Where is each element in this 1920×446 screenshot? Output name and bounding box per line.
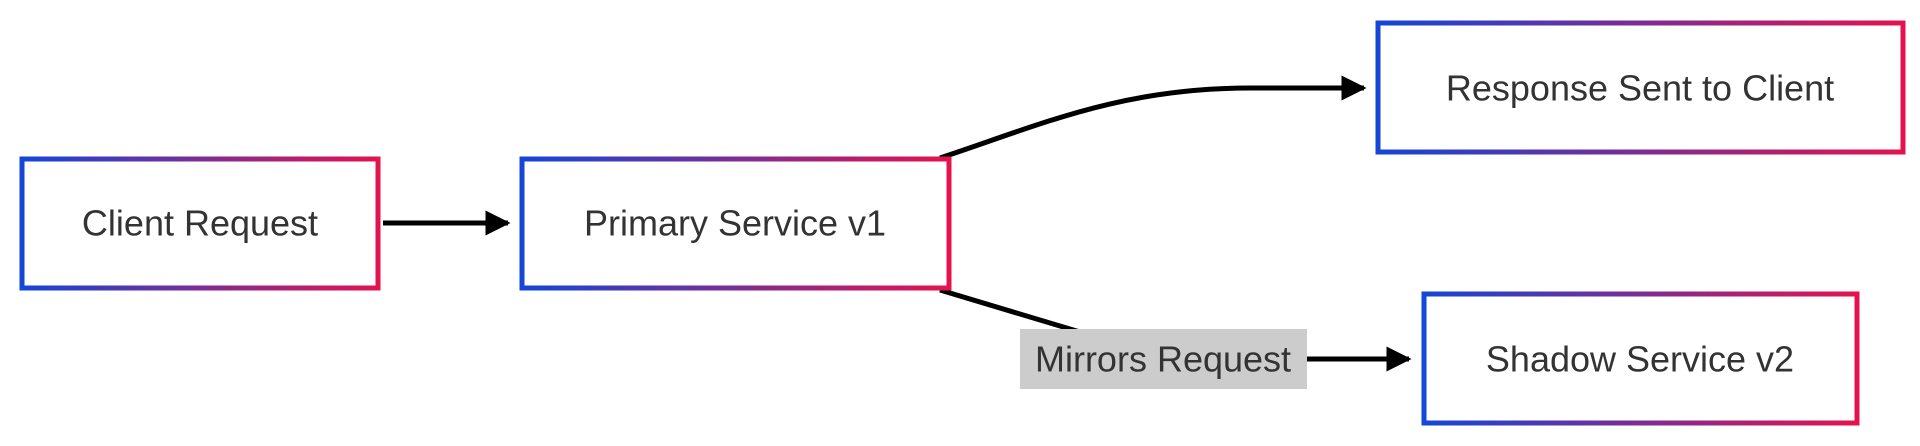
edge-label-text: Mirrors Request: [1035, 339, 1291, 380]
node-primary-service-box: [519, 156, 952, 291]
node-client-request[interactable]: Client Request: [19, 156, 381, 291]
edge-label-background: [1020, 329, 1307, 389]
node-primary-service[interactable]: Primary Service v1: [519, 156, 952, 291]
edge-primary-to-mirror-label: [939, 287, 1081, 335]
node-response-sent-label: Response Sent to Client: [1446, 68, 1834, 109]
node-shadow-service-label: Shadow Service v2: [1486, 339, 1794, 380]
node-client-request-label: Client Request: [82, 203, 318, 244]
node-response-sent-box: [1375, 20, 1906, 155]
edge-label-mirrors-request: Mirrors Request: [1020, 329, 1307, 389]
node-shadow-service[interactable]: Shadow Service v2: [1421, 291, 1860, 426]
node-client-request-box: [19, 156, 381, 291]
node-shadow-service-box: [1421, 291, 1860, 426]
node-response-sent[interactable]: Response Sent to Client: [1375, 20, 1906, 155]
edge-primary-to-response: [939, 75, 1367, 161]
edges: [383, 75, 1412, 372]
node-primary-service-label: Primary Service v1: [584, 203, 886, 244]
